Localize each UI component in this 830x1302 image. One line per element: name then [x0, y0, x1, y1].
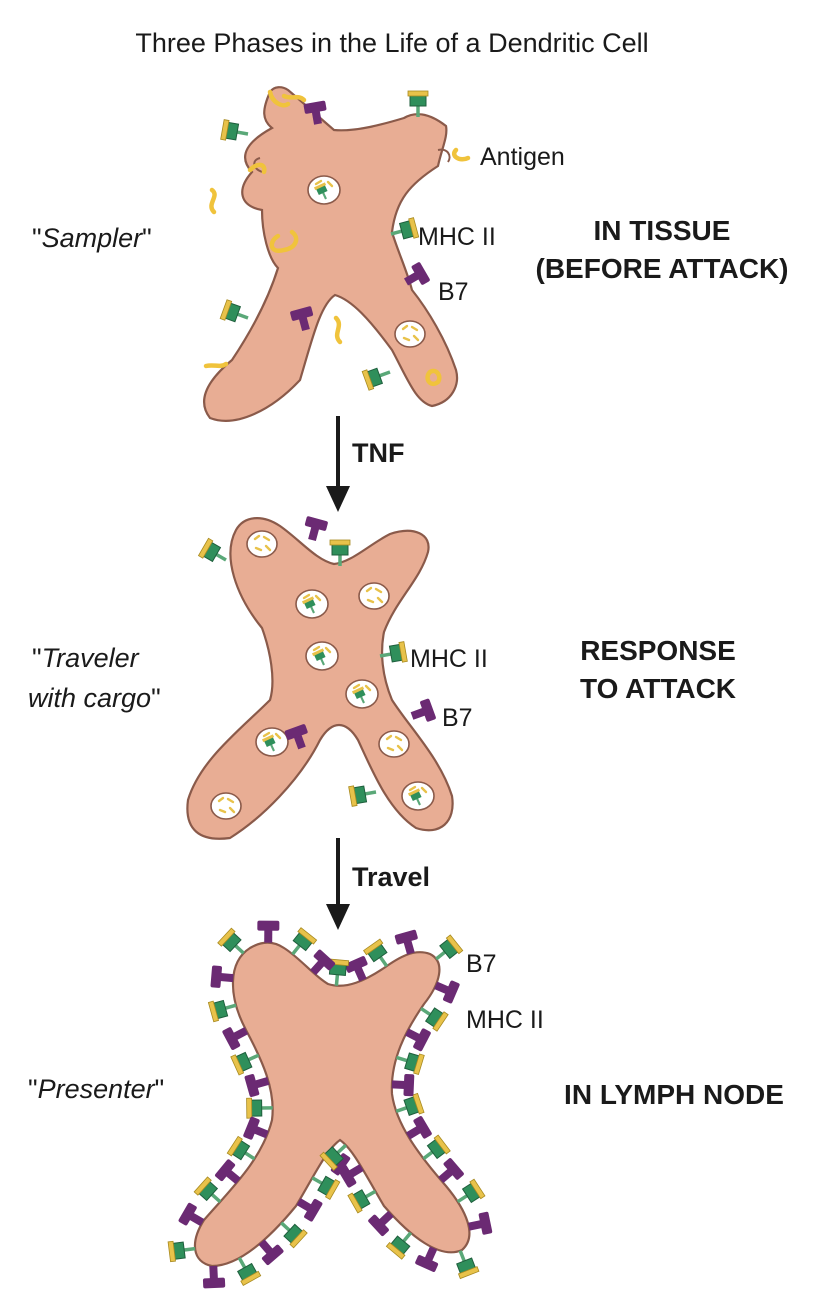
antigen-icon	[333, 315, 343, 345]
presenter-mhc2-label: MHC II	[466, 1006, 544, 1034]
b7-receptor-icon	[257, 920, 280, 943]
tnf-arrow	[326, 416, 350, 512]
traveler-nickname-line2: with cargo"	[28, 683, 161, 713]
antigen-label: Antigen	[480, 143, 565, 171]
sampler-nickname: "Sampler"	[32, 223, 152, 253]
tnf-label: TNF	[352, 438, 404, 468]
tissue-state-line2: (BEFORE ATTACK)	[536, 253, 789, 284]
travel-label: Travel	[352, 862, 430, 892]
presenter-cell	[166, 920, 493, 1289]
response-state-line1: RESPONSE	[580, 635, 736, 666]
b7-receptor-icon	[202, 1265, 226, 1289]
antigen-icon	[209, 187, 217, 215]
sampler-cell	[203, 86, 471, 422]
presenter-b7-label: B7	[466, 950, 497, 978]
diagram-title: Three Phases in the Life of a Dendritic …	[135, 28, 648, 58]
mhc2-receptor-icon	[166, 1236, 199, 1264]
response-state-line2: TO ATTACK	[580, 673, 736, 704]
lymph-node-state: IN LYMPH NODE	[564, 1079, 784, 1110]
traveler-cell	[186, 515, 454, 840]
presenter-nickname: "Presenter"	[28, 1074, 164, 1104]
traveler-b7-label: B7	[442, 704, 473, 732]
travel-arrow	[326, 838, 350, 930]
tissue-state-line1: IN TISSUE	[594, 215, 731, 246]
traveler-mhc2-label: MHC II	[410, 645, 488, 673]
sampler-b7-label: B7	[438, 278, 469, 306]
b7-receptor-icon	[210, 965, 235, 990]
antigen-icon	[203, 361, 229, 369]
mhc2-receptor-icon	[244, 1096, 275, 1120]
b7-receptor-icon	[391, 1073, 415, 1097]
sampler-mhc2-label: MHC II	[418, 223, 496, 251]
traveler-nickname-line1: "Traveler	[32, 643, 140, 673]
